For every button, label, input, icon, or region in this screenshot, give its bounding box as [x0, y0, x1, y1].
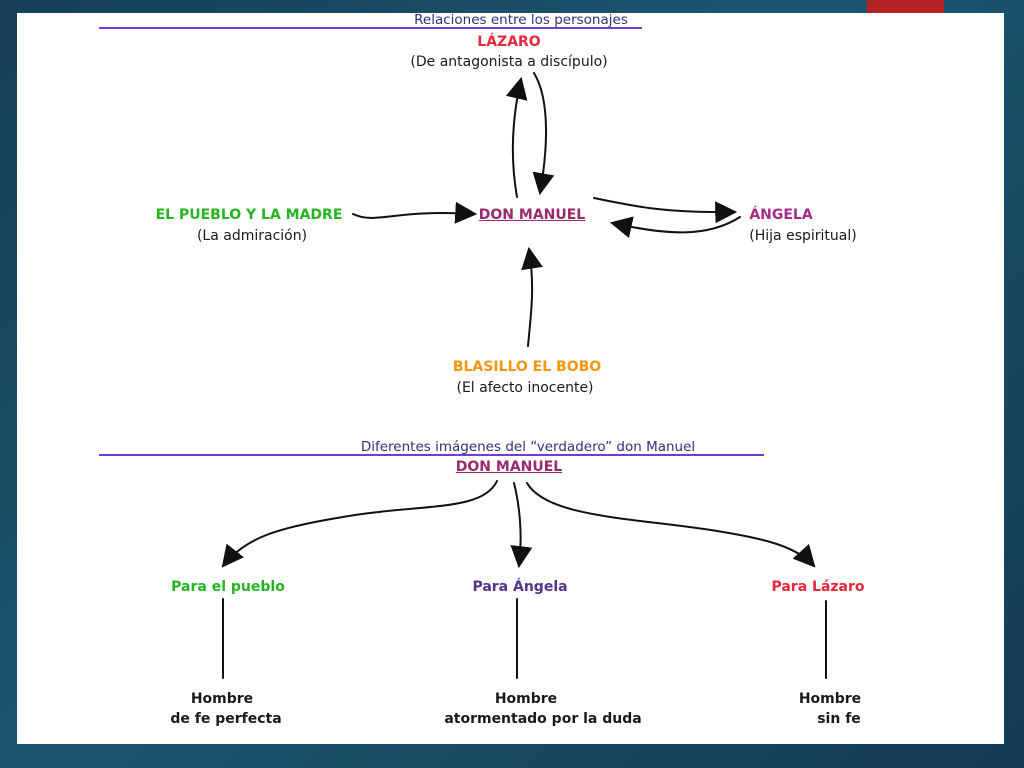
- section2-title: Diferentes imágenes del “verdadero” don …: [360, 439, 696, 455]
- lazaro-desc: (De antagonista a discípulo): [410, 54, 608, 70]
- branch-result-angela-line1: Hombre: [494, 691, 558, 707]
- slide: Relaciones entre los personajes LÁZARO (…: [17, 12, 1004, 744]
- section2-rule: [99, 454, 764, 456]
- arrow-root-to-lazaro: [526, 482, 816, 568]
- don-manuel-root: DON MANUEL: [455, 459, 563, 475]
- blasillo-desc: (El afecto inocente): [456, 380, 594, 396]
- blasillo-name: BLASILLO EL BOBO: [452, 359, 602, 375]
- diagram-connectors: [221, 72, 827, 679]
- arrow-root-to-pueblo: [221, 480, 498, 568]
- branch-label-lazaro: Para Lázaro: [771, 579, 865, 595]
- accent-tab: [867, 0, 944, 13]
- angela-desc: (Hija espiritual): [749, 228, 857, 244]
- branch-result-pueblo-line1: Hombre: [190, 691, 254, 707]
- arrow-blasillo-to-don-manuel: [521, 246, 543, 347]
- don-manuel-node: DON MANUEL: [478, 207, 586, 223]
- angela-name: ÁNGELA: [749, 207, 813, 223]
- branch-result-lazaro-line2: sin fe: [817, 711, 861, 727]
- arrow-don-manuel-to-lazaro: [505, 76, 528, 198]
- branch-result-pueblo-line2: de fe perfecta: [170, 711, 282, 727]
- arrow-pueblo-to-don-manuel: [352, 201, 478, 224]
- pueblo-desc: (La admiración): [196, 228, 308, 244]
- branch-result-lazaro-line1: Hombre: [798, 691, 862, 707]
- branch-label-angela: Para Ángela: [472, 579, 568, 595]
- section1-title: Relaciones entre los personajes: [414, 12, 628, 28]
- arrow-root-to-angela: [510, 482, 533, 569]
- arrow-lazaro-to-don-manuel: [532, 72, 555, 196]
- pueblo-name: EL PUEBLO Y LA MADRE: [155, 207, 343, 223]
- branch-label-pueblo: Para el pueblo: [171, 579, 285, 595]
- lazaro-name: LÁZARO: [477, 34, 541, 50]
- section1-rule: [99, 27, 642, 29]
- arrow-angela-to-don-manuel: [609, 216, 741, 238]
- arrow-don-manuel-to-angela: [593, 197, 738, 224]
- branch-result-angela-line2: atormentado por la duda: [444, 711, 642, 727]
